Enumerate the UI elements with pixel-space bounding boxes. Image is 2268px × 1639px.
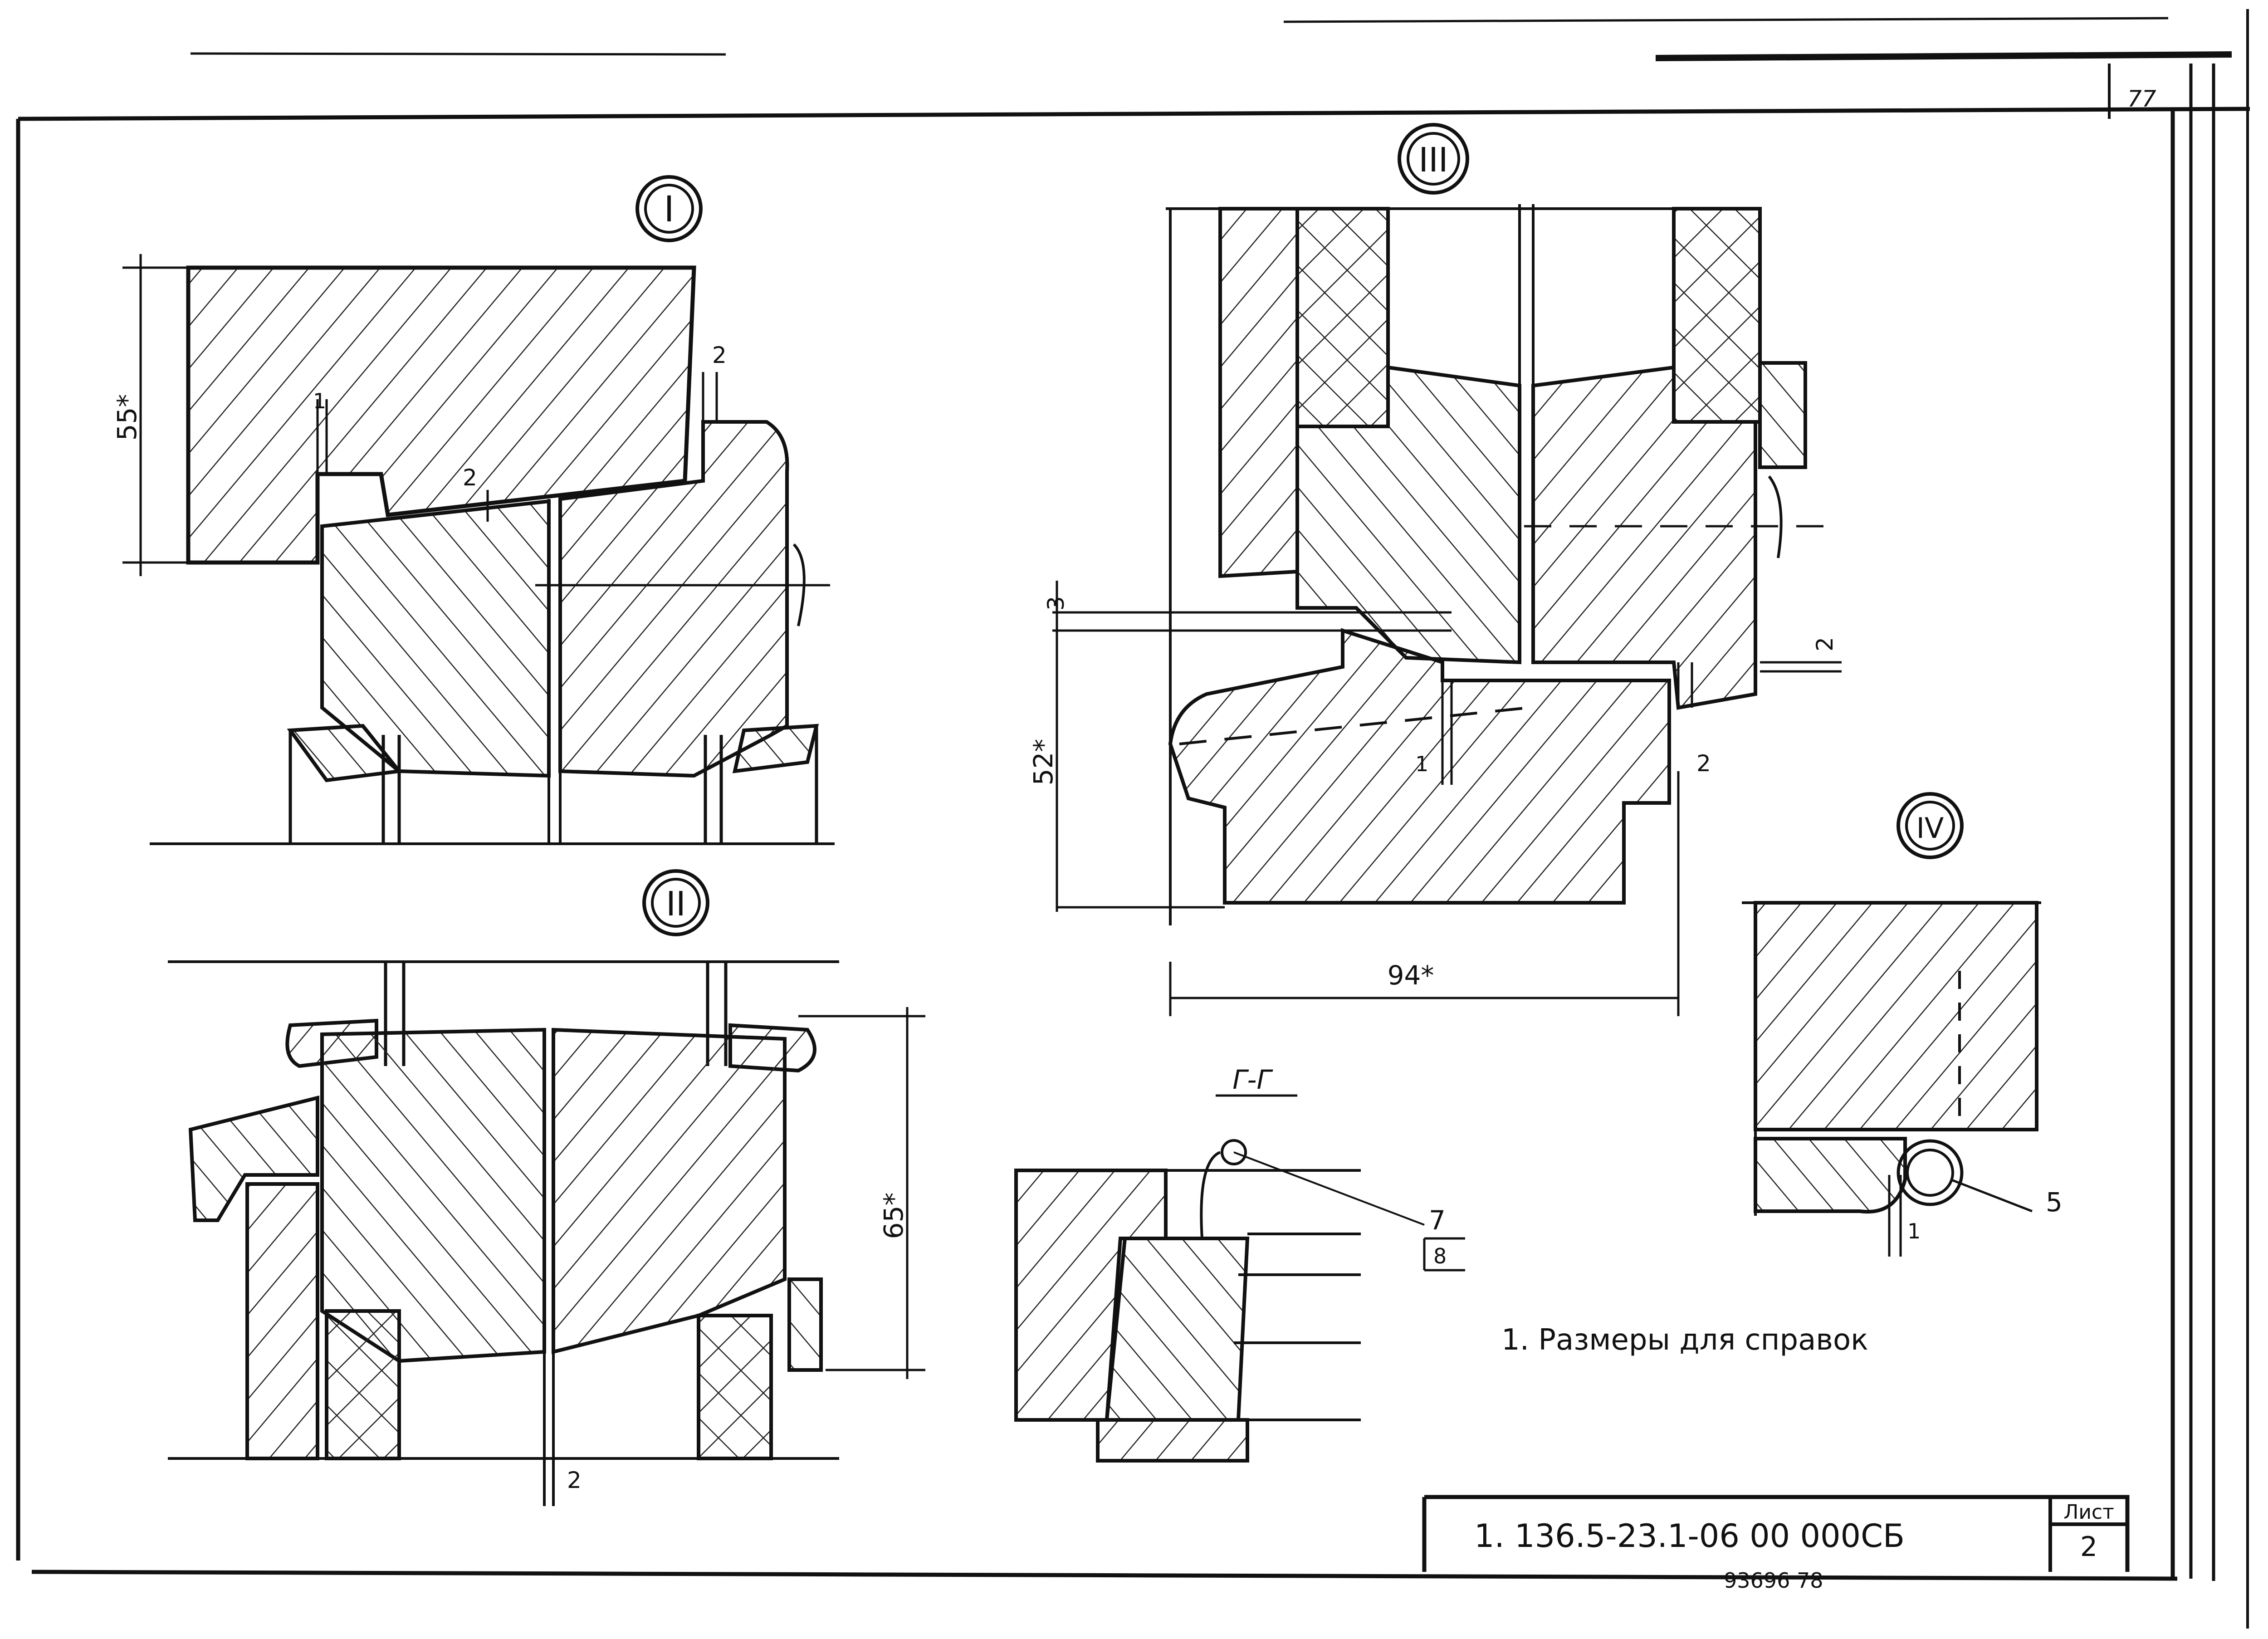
sheet-label: Лист [2063,1501,2114,1524]
callout-7: 7 [1429,1205,1446,1236]
view-iii: III 3 52* 94* 2 1 2 [1028,123,1842,1016]
view-i: I 55* 2 1 2 [112,175,835,845]
dim-view-iii-1: 1 [1415,752,1428,776]
view-iii-hardware [1758,361,1807,469]
callout-5: 5 [2046,1187,2063,1218]
view-ii-right-sash [552,1027,787,1355]
dim-55: 55* [112,394,142,441]
page-number: 77 [2127,86,2156,112]
section-bead [1096,1418,1249,1463]
view-ii-sill-drip [188,1095,319,1222]
footer-fragment: 93696 78 [1724,1568,1823,1593]
dim-view-i-2a: 2 [712,342,727,368]
view-iii-left-insulation [1295,207,1390,428]
view-ii: II 65* 2 [168,869,925,1506]
view-iv: IV 5 1 [1742,792,2063,1257]
section-g-g: Г-Г 7 8 [1014,1064,1465,1463]
dim-view-iv-1: 1 [1907,1219,1921,1243]
sheet-frame [16,9,2250,1629]
view-iv-label: IV [1916,812,1944,845]
dim-view-ii-2: 2 [567,1467,582,1493]
view-iv-frame [1754,1137,1907,1214]
view-iii-right-sash [1531,365,1757,710]
dim-view-i-1: 1 [313,389,326,413]
title-block: 1. 136.5-23.1-06 00 000СБ Лист 2 [1422,1495,2130,1572]
view-ii-label: II [666,885,686,924]
callout-8: 8 [1433,1244,1447,1268]
view-iii-sill [1168,628,1671,905]
view-ii-left-insulation [325,1309,401,1460]
view-i-right-glazing-bead [732,724,819,773]
view-i-frame-member [186,265,696,565]
dim-65: 65* [878,1193,909,1239]
view-ii-right-strip [787,1277,823,1372]
view-i-left-sash [320,499,551,778]
dim-view-iii-3: 3 [1043,596,1069,611]
view-ii-mullion [245,1182,319,1460]
reference-note: 1. Размеры для справок [1501,1323,1868,1357]
dim-view-iii-2b: 2 [1696,750,1711,777]
section-sash [1105,1237,1250,1422]
document-code: 1. 136.5-23.1-06 00 000СБ [1474,1517,1905,1555]
dim-52: 52* [1028,739,1059,786]
view-iv-sash [1754,901,2038,1131]
view-iii-right-insulation [1672,207,1762,424]
view-ii-right-insulation [697,1314,773,1460]
dim-view-iii-2a: 2 [1812,637,1838,651]
section-label: Г-Г [1232,1064,1273,1095]
view-i-label: I [664,189,674,230]
view-iii-label: III [1418,141,1448,180]
dim-view-i-2b: 2 [463,465,477,491]
view-ii-left-sash [320,1027,546,1363]
view-iii-left-jamb [1218,207,1299,578]
dim-94: 94* [1388,960,1434,991]
sheet-number: 2 [2080,1531,2097,1563]
